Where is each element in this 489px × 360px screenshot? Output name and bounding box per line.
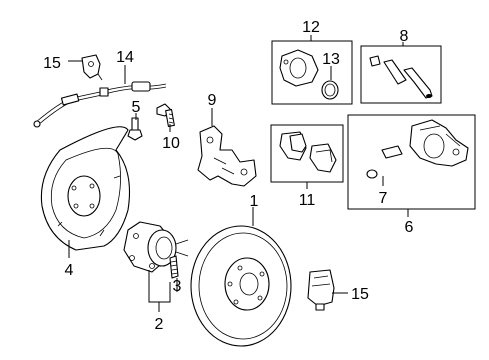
piston-kit-box (271, 40, 353, 105)
abs-sensor-drawing (307, 269, 335, 311)
callout-2: 2 (155, 316, 164, 333)
callout-7: 7 (379, 190, 388, 207)
callout-9: 9 (208, 92, 217, 109)
seal-ring-drawing (321, 80, 339, 100)
guide-pin-drawing (369, 55, 433, 99)
caliper-assembly-drawing (409, 119, 469, 167)
bolt-small-drawing (127, 117, 143, 141)
brake-hose-drawing (33, 81, 167, 128)
callout-11: 11 (299, 192, 316, 209)
bleeder-screw-drawing (366, 145, 403, 179)
callout-1: 1 (250, 193, 259, 210)
callout-4: 4 (65, 262, 74, 279)
bolt-drawing (156, 103, 175, 127)
caliper-bracket-drawing (197, 125, 257, 187)
callout-5: 5 (132, 99, 141, 116)
caliper-piston-drawing (279, 49, 319, 87)
hose-bracket-drawing (81, 54, 103, 81)
guide-pin-kit-box (360, 45, 442, 104)
callout-15-abs-sensor: 15 (351, 286, 369, 303)
callout-10: 10 (162, 135, 180, 152)
wheel-stud-drawing (169, 255, 179, 279)
caliper-assembly-box (347, 114, 476, 210)
brake-rotor-drawing (190, 225, 292, 347)
leader-lines (68, 35, 409, 312)
callout-8: 8 (400, 28, 409, 45)
hub-bearing-drawing (123, 221, 189, 273)
callout-12: 12 (302, 19, 320, 36)
callout-13: 13 (322, 51, 340, 68)
callout-14: 14 (116, 49, 134, 66)
callout-15-hose-bracket: 15 (43, 55, 61, 72)
dust-shield-drawing (40, 126, 131, 251)
callout-6: 6 (405, 219, 414, 236)
callout-3: 3 (173, 278, 182, 295)
brake-pads-drawing (279, 131, 337, 173)
